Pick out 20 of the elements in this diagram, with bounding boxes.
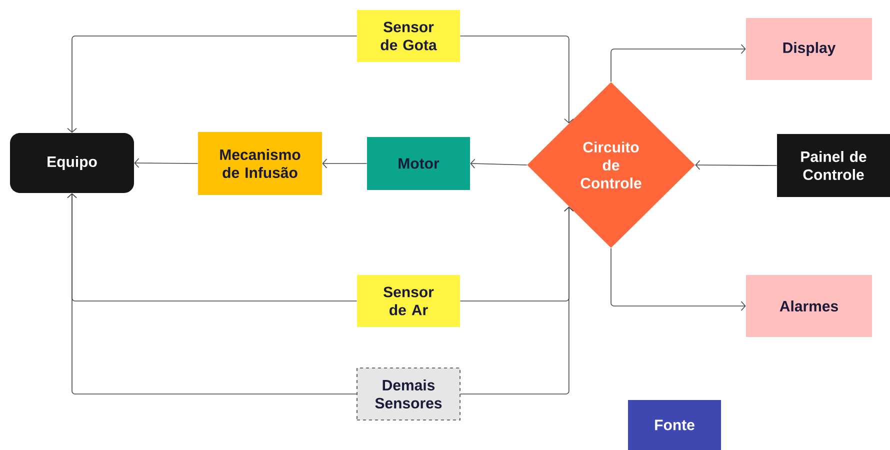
process-box: Painel de Controle bbox=[777, 134, 890, 197]
process-box: Mecanismo de Infusão bbox=[198, 132, 322, 195]
arrow bbox=[322, 158, 368, 168]
process-box: Sensor de Ar bbox=[357, 275, 460, 327]
arrow bbox=[470, 158, 528, 169]
arrow bbox=[134, 158, 198, 168]
arrow bbox=[695, 160, 778, 170]
process-box: Sensor de Gota bbox=[357, 10, 460, 62]
process-box: Fonte bbox=[628, 400, 721, 450]
rounded-box: Equipo bbox=[10, 133, 134, 193]
arrow bbox=[460, 36, 574, 124]
arrow bbox=[610, 44, 746, 82]
process-box: Motor bbox=[367, 137, 470, 190]
process-box: Display bbox=[746, 18, 872, 80]
arrow bbox=[610, 248, 746, 311]
arrow bbox=[460, 206, 574, 394]
process-box: Alarmes bbox=[746, 275, 872, 337]
arrow bbox=[67, 36, 358, 133]
arrow bbox=[67, 193, 357, 394]
dashed-box: Demais Sensores bbox=[356, 368, 460, 420]
